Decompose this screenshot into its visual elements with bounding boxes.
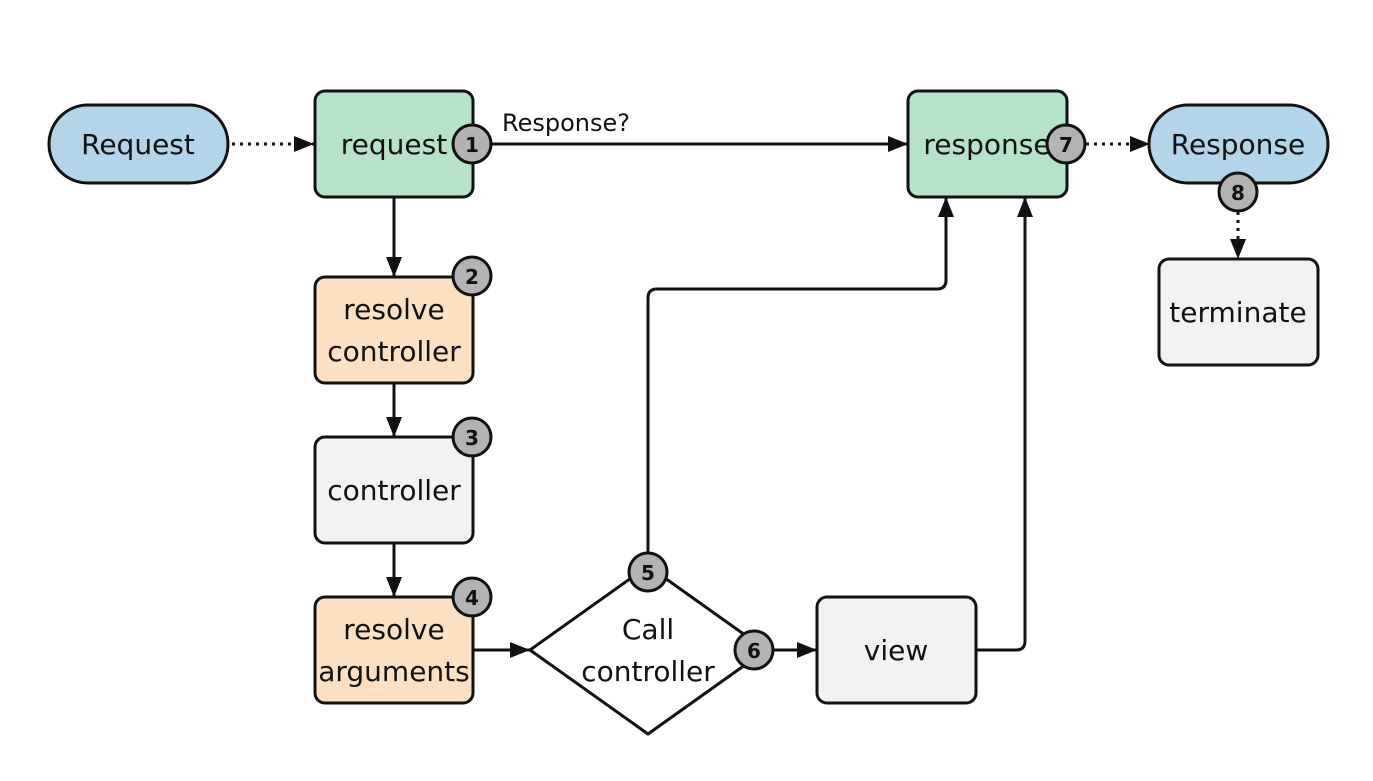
node-resolve-controller-shape <box>313 275 475 385</box>
node-controller-label: controller <box>327 474 461 507</box>
step-badge-6-label: 6 <box>747 639 761 663</box>
node-response: response <box>906 89 1069 199</box>
step-badge-3: 3 <box>451 416 493 458</box>
node-resolve-controller-label-line2: controller <box>327 335 461 368</box>
edge-label-response-question: Response? <box>502 109 630 137</box>
step-badge-5-label: 5 <box>641 561 655 585</box>
edge-view-to-response <box>976 197 1033 652</box>
node-request-in-label: Request <box>81 128 195 161</box>
step-badge-1: 1 <box>451 123 493 165</box>
step-badge-2-label: 2 <box>465 265 479 289</box>
step-badge-3-label: 3 <box>465 426 479 450</box>
node-request-in: Request <box>47 103 230 185</box>
node-terminate: terminate <box>1157 257 1320 367</box>
node-terminate-label: terminate <box>1169 296 1306 329</box>
step-badge-8: 8 <box>1217 171 1259 213</box>
node-call-controller-label-line1: Call <box>622 613 674 646</box>
node-response-out: Response <box>1147 103 1330 185</box>
node-resolve-arguments-label-line1: resolve <box>343 613 444 646</box>
edges: Response? <box>232 109 1246 658</box>
node-call-controller-label-line2: controller <box>581 655 715 688</box>
node-request: request <box>313 89 475 199</box>
node-call-controller: Call controller <box>527 564 769 736</box>
node-request-in-shape <box>47 103 230 185</box>
step-badge-1-label: 1 <box>465 133 479 157</box>
node-controller-shape <box>313 435 475 545</box>
step-badge-7-label: 7 <box>1059 133 1073 157</box>
step-badge-5: 5 <box>627 551 669 593</box>
node-resolve-arguments-shape <box>313 595 475 705</box>
node-terminate-shape <box>1157 257 1320 367</box>
node-view-shape <box>815 595 978 705</box>
node-view-label: view <box>864 634 928 667</box>
step-badge-4: 4 <box>451 576 493 618</box>
node-request-label: request <box>341 128 447 161</box>
step-badge-2: 2 <box>451 255 493 297</box>
node-view: view <box>815 595 978 705</box>
node-resolve-controller: resolve controller <box>313 275 475 385</box>
node-response-label: response <box>923 128 1050 161</box>
nodes: Request request resolve controller contr… <box>47 89 1330 736</box>
node-response-out-label: Response <box>1171 128 1305 161</box>
step-badges: 1 2 3 4 5 6 7 8 <box>451 123 1259 671</box>
node-controller: controller <box>313 435 475 545</box>
step-badge-6: 6 <box>733 629 775 671</box>
node-call-controller-shape <box>527 564 769 736</box>
edge-call-controller-to-response <box>646 197 954 552</box>
step-badge-8-label: 8 <box>1231 181 1245 205</box>
node-resolve-controller-label-line1: resolve <box>343 293 444 326</box>
node-resolve-arguments-label-line2: arguments <box>318 655 470 688</box>
node-resolve-arguments: resolve arguments <box>313 595 475 705</box>
step-badge-4-label: 4 <box>465 586 479 610</box>
step-badge-7: 7 <box>1045 123 1087 165</box>
